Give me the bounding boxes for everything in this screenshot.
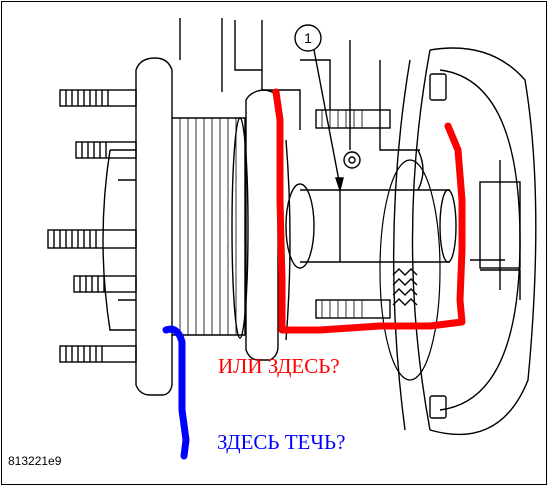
- axle-shaft: [285, 183, 457, 269]
- steering-knuckle: [179, 18, 420, 151]
- brake-spring: [379, 159, 441, 381]
- callout-1: 1: [294, 24, 344, 193]
- blue-marker-line: [162, 325, 190, 460]
- wheel-studs: [47, 89, 137, 363]
- bearing-plate: [245, 89, 291, 361]
- figure-code: 813221e9: [8, 454, 62, 468]
- brake-drum: [392, 47, 537, 436]
- red-marker-line: [272, 88, 466, 334]
- callout-number: 1: [304, 30, 312, 46]
- red-annotation-label: ИЛИ ЗДЕСЬ?: [218, 354, 340, 378]
- splined-hub: [172, 117, 249, 339]
- hub-flange: [102, 57, 173, 396]
- blue-annotation-label: ЗДЕСЬ ТЕЧЬ?: [217, 430, 346, 454]
- mount-bolts: [315, 109, 391, 319]
